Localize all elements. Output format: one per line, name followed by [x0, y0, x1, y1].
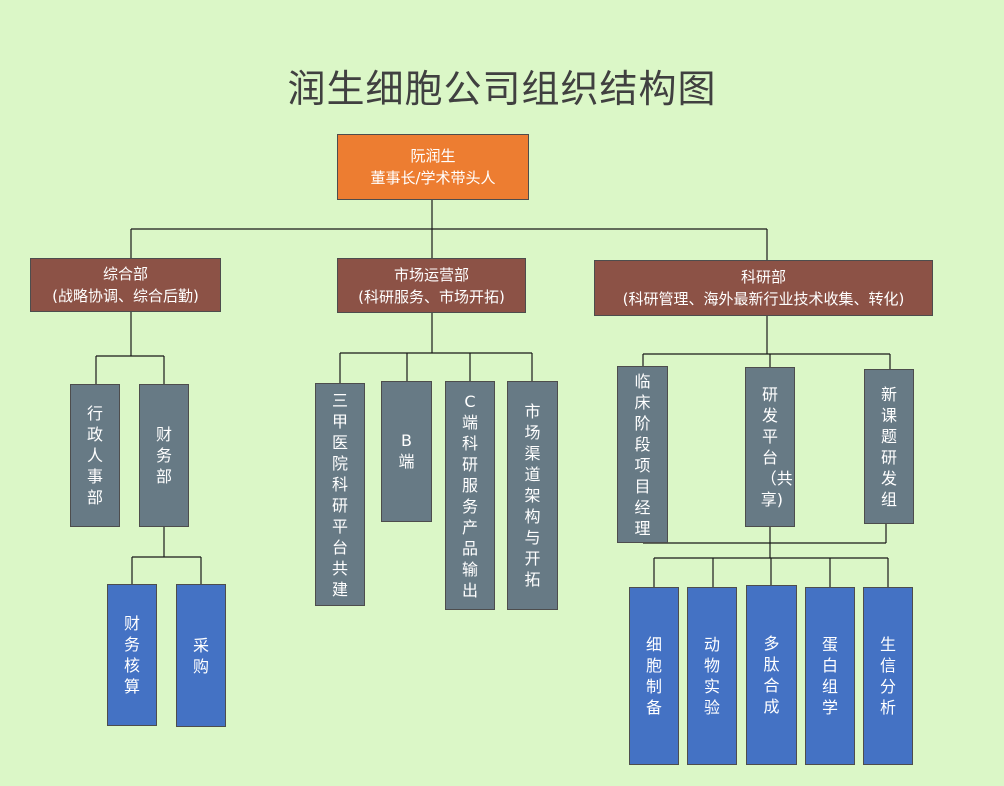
dept-general-desc: (战略协调、综合后勤)	[52, 287, 199, 305]
unit-finance-label: 财务部	[155, 425, 172, 486]
chairman-role: 董事长/学术带头人	[370, 169, 496, 187]
unit-hospital-platform-label: 三甲医院科研平台共建	[331, 390, 348, 599]
unit-c-end: C端科研服务产品输出	[445, 381, 495, 610]
unit-hospital-platform: 三甲医院科研平台共建	[315, 383, 365, 606]
dept-general: 综合部 (战略协调、综合后勤)	[30, 258, 221, 312]
leaf-animal-exp-label: 动物实验	[703, 635, 720, 717]
unit-hr-label: 行政人事部	[86, 404, 103, 507]
unit-b-end-label: B端	[398, 431, 415, 471]
chairman-node: 阮润生 董事长/学术带头人	[337, 134, 529, 200]
unit-clinical-pm-label: 临床阶段项目经理	[634, 371, 651, 538]
unit-finance: 财务部	[139, 384, 189, 527]
dept-research-desc: (科研管理、海外最新行业技术收集、转化)	[622, 290, 905, 308]
dept-research: 科研部 (科研管理、海外最新行业技术收集、转化)	[594, 260, 933, 316]
unit-c-end-label: C端科研服务产品输出	[461, 391, 478, 600]
chart-title: 润生细胞公司组织结构图	[287, 67, 717, 111]
leaf-procurement-label: 采购	[192, 635, 209, 676]
unit-b-end: B端	[381, 381, 432, 522]
unit-channel-label: 市场渠道架构与开拓	[524, 402, 541, 589]
leaf-bioinfo: 生信分析	[863, 587, 913, 765]
leaf-accounting: 财务核算	[107, 584, 157, 726]
leaf-animal-exp: 动物实验	[687, 587, 737, 765]
unit-rd-platform: 研发平台（共享)	[745, 367, 795, 527]
dept-market-desc: (科研服务、市场开拓)	[358, 287, 505, 306]
unit-new-topic-label: 新课题研发组	[880, 384, 897, 509]
unit-hr: 行政人事部	[70, 384, 120, 527]
dept-research-name: 科研部	[740, 268, 786, 286]
leaf-proteomics-label: 蛋白组学	[821, 635, 838, 717]
dept-general-name: 综合部	[102, 265, 148, 283]
leaf-peptide-label: 多肽合成	[763, 634, 780, 716]
leaf-cell-prep-label: 细胞制备	[645, 635, 662, 717]
unit-new-topic: 新课题研发组	[864, 369, 914, 524]
unit-rd-platform-label: 研发平台（共享)	[760, 385, 793, 509]
unit-channel: 市场渠道架构与开拓	[507, 381, 558, 610]
leaf-proteomics: 蛋白组学	[805, 587, 855, 765]
leaf-bioinfo-label: 生信分析	[879, 635, 896, 717]
unit-clinical-pm: 临床阶段项目经理	[617, 366, 668, 543]
leaf-procurement: 采购	[176, 584, 226, 727]
dept-market-name: 市场运营部	[393, 265, 469, 284]
dept-market: 市场运营部 (科研服务、市场开拓)	[337, 258, 526, 313]
leaf-accounting-label: 财务核算	[123, 614, 140, 696]
chairman-name: 阮润生	[410, 147, 456, 165]
leaf-peptide: 多肽合成	[746, 585, 797, 765]
leaf-cell-prep: 细胞制备	[629, 587, 679, 765]
